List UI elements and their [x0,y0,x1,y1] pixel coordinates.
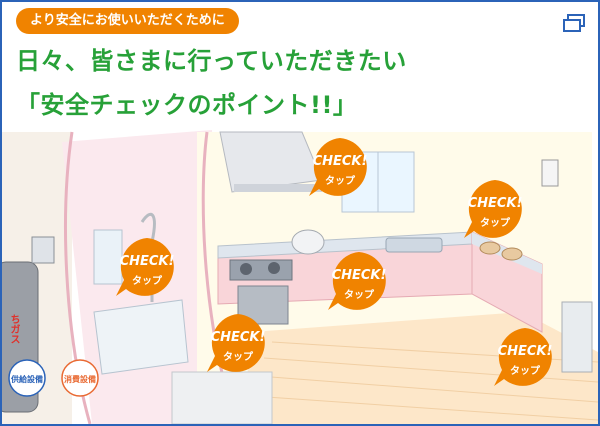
check-hotspot-water-heater[interactable]: CHECK! タップ [492,326,558,388]
check-label: CHECK! [331,268,387,283]
check-hotspot-bath-shower[interactable]: CHECK! タップ [114,236,180,298]
supply-equipment-label: 供給設備 [11,375,43,384]
banner-pill: より安全にお使いいただくために [16,8,239,34]
check-label: CHECK! [497,344,553,359]
tap-label: タップ [325,176,355,187]
tap-label: タップ [223,352,253,363]
check-label: CHECK! [467,196,523,211]
tap-label: タップ [132,276,162,287]
check-hotspot-floor-area[interactable]: CHECK! タップ [205,312,271,374]
gas-label: ちガス [8,314,19,344]
page-title-line2: 「安全チェックのポイント!!」 [16,91,358,119]
check-label: CHECK! [312,154,368,169]
tap-label: タップ [344,290,374,301]
check-hotspot-gas-stove[interactable]: CHECK! タップ [326,250,392,312]
check-label: CHECK! [210,330,266,345]
page-title-line1: 日々、皆さまに行っていただきたい [16,47,407,75]
tap-label: タップ [480,218,510,229]
check-hotspot-range-hood[interactable]: CHECK! タップ [307,136,373,198]
check-label: CHECK! [119,254,175,269]
consumption-equipment-label: 消費設備 [64,375,96,384]
check-hotspot-counter-right[interactable]: CHECK! タップ [462,178,528,240]
tap-label: タップ [510,366,540,377]
window-toggle-icon[interactable] [563,14,587,34]
